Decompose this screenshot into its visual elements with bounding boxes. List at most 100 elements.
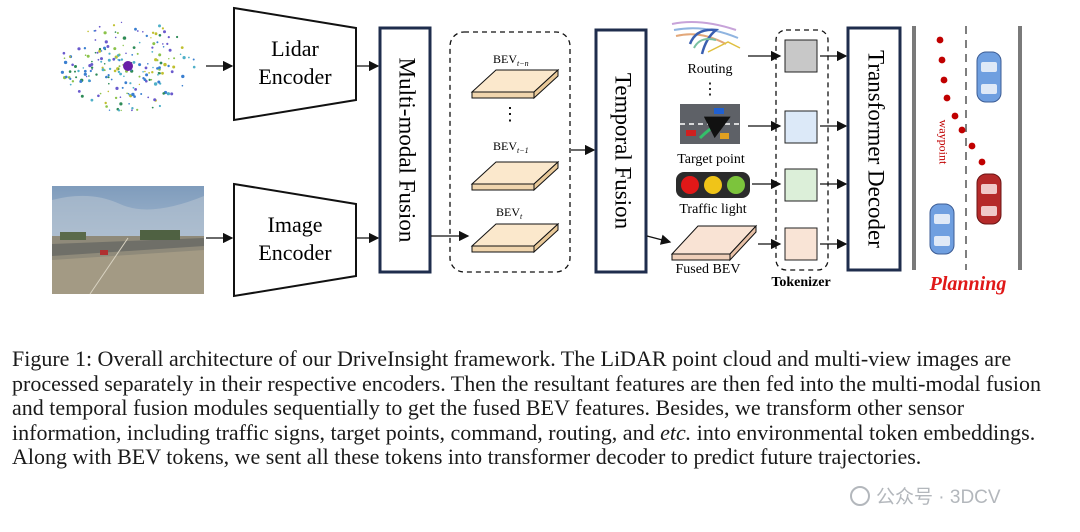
bev-tn-sub: t−n: [517, 59, 529, 68]
lidar-point: [90, 63, 94, 66]
lidar-point: [69, 77, 72, 80]
temporal-fusion-label: Temporal Fusion: [611, 73, 636, 230]
lidar-point: [91, 68, 93, 71]
lidar-point: [106, 45, 110, 48]
lidar-point: [167, 36, 170, 39]
lidar-point: [107, 58, 111, 62]
planning-label: Planning: [929, 273, 1007, 295]
lidar-point: [117, 58, 119, 61]
routing-token: [784, 39, 818, 73]
lidar-point: [148, 78, 151, 81]
lidar-point: [84, 54, 87, 56]
lidar-point: [167, 64, 170, 68]
fused-bev: [670, 224, 758, 262]
transformer-decoder-module: Transformer Decoder: [846, 26, 902, 272]
traffic-light-token: [784, 168, 818, 202]
lidar-point: [154, 32, 158, 36]
lidar-point: [181, 84, 184, 87]
lidar-point: [114, 96, 118, 100]
lidar-point: [131, 109, 133, 112]
lidar-point: [86, 54, 90, 58]
lidar-point: [62, 51, 66, 55]
lidar-point: [124, 81, 128, 85]
lidar-point: [104, 40, 108, 44]
lidar-point: [150, 37, 152, 39]
multimodal-fusion-label: Multi-modal Fusion: [395, 58, 420, 243]
lidar-point: [108, 52, 111, 55]
lidar-point: [112, 24, 116, 27]
lidar-point: [126, 92, 128, 95]
lidar-point: [114, 57, 117, 59]
lidar-point: [120, 109, 122, 112]
lidar-point: [75, 76, 78, 79]
lidar-point: [71, 80, 75, 83]
multimodal-fusion-module: Multi-modal Fusion: [378, 26, 432, 274]
lidar-point: [121, 86, 124, 89]
lidar-encoder-label-line2: Encoder: [258, 64, 332, 89]
lidar-point: [87, 30, 89, 33]
lidar-point: [69, 83, 72, 86]
routing-label: Routing: [687, 62, 732, 77]
lidar-point: [110, 78, 113, 81]
image-encoder-label-line2: Encoder: [258, 240, 332, 265]
lidar-point: [168, 48, 172, 52]
lidar-point: [145, 34, 148, 38]
lidar-point: [60, 70, 64, 74]
lidar-point: [128, 103, 130, 105]
svg-text:BEVt−n: BEVt−n: [493, 52, 529, 68]
lidar-point: [88, 75, 90, 77]
lidar-point: [134, 27, 137, 31]
bev-tn-base: BEV: [493, 52, 517, 66]
watermark: 公众号 · 3DCV: [850, 482, 1001, 509]
lidar-point: [163, 62, 167, 67]
lidar-point: [113, 47, 117, 51]
lidar-point: [163, 30, 166, 34]
lidar-point: [105, 75, 108, 79]
lidar-point: [107, 74, 110, 77]
lidar-point: [80, 94, 84, 98]
lidar-point: [156, 41, 159, 44]
image-encoder-label-line1: Image: [268, 212, 323, 237]
bev-frame-t: BEVt: [470, 205, 560, 254]
lidar-point: [114, 36, 117, 39]
caption-etc: etc.: [660, 419, 692, 445]
lidar-point: [140, 93, 143, 95]
lidar-point: [156, 67, 159, 70]
lidar-point: [127, 92, 130, 95]
lidar-point: [71, 63, 74, 67]
lidar-point: [98, 49, 102, 53]
lidar-point: [152, 42, 156, 46]
lidar-point: [136, 52, 139, 55]
lidar-point: [133, 95, 136, 98]
lidar-point: [119, 96, 122, 98]
lidar-point: [122, 44, 124, 47]
fused-bev-token: [784, 227, 818, 261]
lidar-point: [83, 72, 87, 76]
lidar-point: [143, 78, 147, 81]
bev-t-sub: t: [520, 212, 523, 221]
lidar-point: [82, 67, 85, 69]
lidar-point: [94, 39, 97, 41]
lidar-point: [100, 60, 103, 63]
lidar-point: [105, 105, 108, 108]
lidar-encoder: Lidar Encoder: [233, 6, 357, 122]
lidar-point: [122, 36, 127, 40]
lidar-point: [136, 108, 139, 111]
lidar-point: [134, 88, 138, 91]
lidar-point: [158, 34, 162, 37]
lidar-point: [162, 46, 165, 48]
lidar-point: [103, 46, 106, 50]
transformer-decoder-label: Transformer Decoder: [864, 50, 889, 248]
lidar-point: [77, 90, 81, 93]
lidar-point: [151, 51, 154, 53]
waypoint-label: waypoint: [936, 120, 950, 165]
watermark-text: 公众号 · 3DCV: [876, 487, 1001, 508]
target-point-label: Target point: [677, 152, 745, 167]
lidar-point: [161, 71, 164, 75]
svg-text:BEVt: BEVt: [496, 205, 523, 221]
lidar-point: [166, 42, 169, 46]
lidar-point: [157, 72, 160, 74]
red-ego-car: [976, 173, 1002, 225]
lidar-point: [182, 56, 186, 60]
bev-t-base: BEV: [496, 205, 520, 219]
